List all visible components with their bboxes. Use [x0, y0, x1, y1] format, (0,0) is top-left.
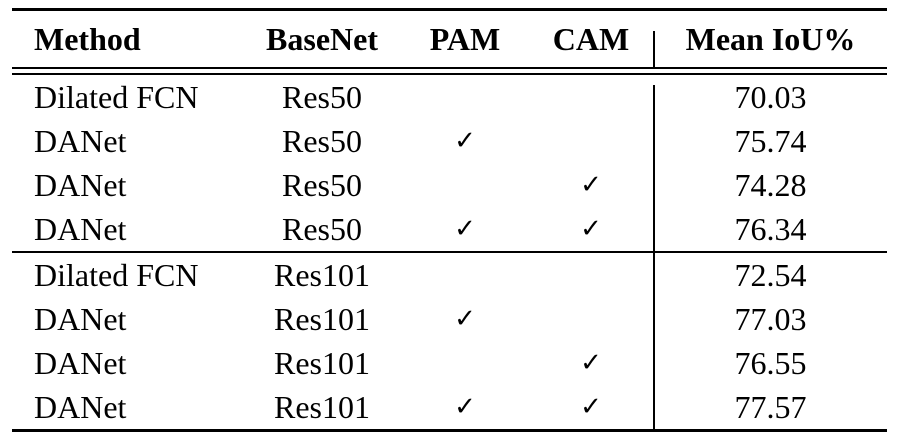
table-row: DANet Res101 ✓ 76.55	[12, 341, 887, 385]
method-cell: DANet	[34, 123, 127, 159]
basenet-cell: Res50	[282, 79, 362, 115]
cam-cell: ✓	[580, 170, 602, 200]
results-table: Method BaseNet PAM CAM Mean IoU% Dilated…	[12, 8, 887, 432]
miou-cell: 72.54	[734, 257, 807, 293]
miou-cell: 75.74	[734, 123, 807, 159]
header-rule-upper	[12, 67, 887, 69]
header-pam: PAM	[429, 21, 501, 57]
group-rule	[12, 251, 887, 253]
table-row: DANet Res50 ✓ 75.74	[12, 119, 887, 163]
method-cell: DANet	[34, 389, 127, 425]
table-row: DANet Res50 ✓ 74.28	[12, 163, 887, 207]
miou-cell: 76.55	[734, 345, 807, 381]
cam-cell: ✓	[580, 214, 602, 244]
method-cell: Dilated FCN	[34, 257, 199, 293]
basenet-cell: Res101	[274, 301, 370, 337]
bottom-rule	[12, 429, 887, 432]
basenet-cell: Res101	[274, 257, 370, 293]
table-row: Dilated FCN Res101 72.54	[12, 253, 887, 297]
method-cell: DANet	[34, 167, 127, 203]
header-basenet: BaseNet	[266, 21, 378, 57]
method-cell: DANet	[34, 345, 127, 381]
table-row: DANet Res50 ✓ ✓ 76.34	[12, 207, 887, 251]
pam-cell: ✓	[454, 304, 476, 334]
header-miou: Mean IoU%	[685, 21, 856, 57]
method-cell: DANet	[34, 211, 127, 247]
header-cam: CAM	[552, 21, 630, 57]
column-divider-header	[653, 31, 655, 67]
header-rule-lower	[12, 73, 887, 75]
basenet-cell: Res101	[274, 389, 370, 425]
miou-cell: 70.03	[734, 79, 807, 115]
basenet-cell: Res50	[282, 123, 362, 159]
cam-cell: ✓	[580, 348, 602, 378]
miou-cell: 76.34	[734, 211, 807, 247]
header-method: Method	[34, 21, 141, 57]
method-cell: Dilated FCN	[34, 79, 199, 115]
column-divider-body	[653, 85, 655, 429]
cam-cell: ✓	[580, 392, 602, 422]
basenet-cell: Res50	[282, 167, 362, 203]
pam-cell: ✓	[454, 126, 476, 156]
miou-cell: 74.28	[734, 167, 807, 203]
miou-cell: 77.57	[734, 389, 807, 425]
miou-cell: 77.03	[734, 301, 807, 337]
top-rule	[12, 8, 887, 11]
method-cell: DANet	[34, 301, 127, 337]
basenet-cell: Res101	[274, 345, 370, 381]
table-row: DANet Res101 ✓ 77.03	[12, 297, 887, 341]
pam-cell: ✓	[454, 214, 476, 244]
basenet-cell: Res50	[282, 211, 362, 247]
table-row: Dilated FCN Res50 70.03	[12, 75, 887, 119]
table-row: DANet Res101 ✓ ✓ 77.57	[12, 385, 887, 429]
header-row: Method BaseNet PAM CAM Mean IoU%	[12, 11, 887, 67]
pam-cell: ✓	[454, 392, 476, 422]
